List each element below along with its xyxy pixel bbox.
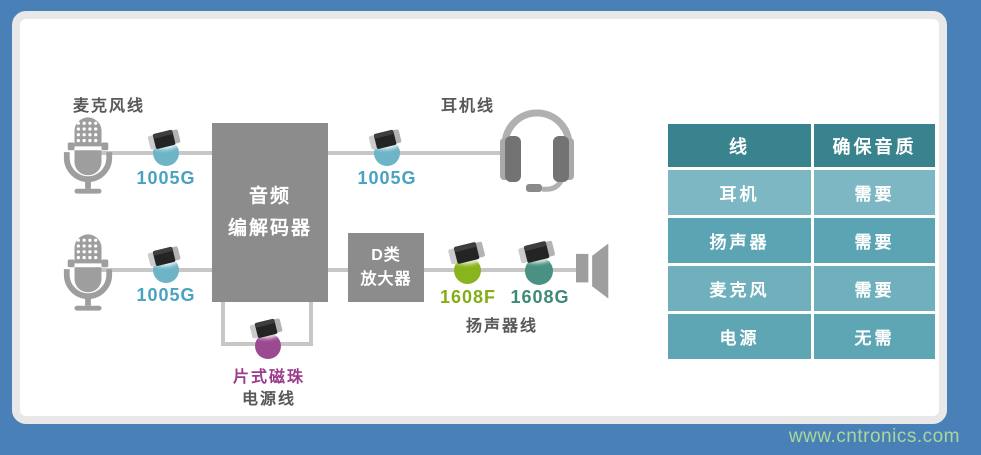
- wire-power-right: [309, 302, 313, 346]
- class-d-amp-block: D类 放大器: [348, 233, 424, 302]
- wire-amp-to-speaker: [424, 268, 579, 272]
- amp-label-line2: 放大器: [360, 270, 412, 288]
- wire-power-left: [221, 302, 225, 346]
- speaker-cable-label: 扬声器线: [466, 318, 539, 335]
- chip-component-icon: [144, 242, 184, 270]
- speaker-icon: [576, 240, 614, 302]
- bead-label-power: 片式磁珠: [232, 369, 305, 386]
- table-cell-cable: 电源: [668, 314, 811, 359]
- chip-component-icon: [144, 125, 184, 153]
- microphone-icon: [61, 234, 115, 312]
- table-cell-required: 需要: [814, 266, 935, 311]
- table-cell-cable: 麦克风: [668, 266, 811, 311]
- chip-component-icon: [514, 236, 559, 267]
- chip-component-icon: [365, 125, 405, 153]
- headset-icon: [493, 101, 581, 195]
- wire-codec-to-amp: [328, 268, 348, 272]
- microphone-icon: [61, 117, 115, 195]
- wire-mic2-to-codec: [92, 268, 212, 272]
- content-card: [12, 11, 947, 424]
- site-watermark: www.cntronics.com: [788, 426, 960, 447]
- bead-label-1005g: 1005G: [136, 285, 196, 305]
- amp-label-line1: D类: [371, 246, 401, 264]
- codec-label-line2: 编解码器: [227, 217, 312, 239]
- headphone-cable-label: 耳机线: [441, 98, 496, 115]
- bead-label-1005g: 1005G: [357, 168, 417, 188]
- bead-label-1608f: 1608F: [439, 287, 497, 307]
- table-cell-required: 无需: [814, 314, 935, 359]
- table-header-cable: 线: [668, 124, 811, 167]
- mic-cable-label: 麦克风线: [73, 98, 146, 115]
- power-cable-label: 电源线: [241, 391, 296, 408]
- wire-codec-to-headset: [328, 151, 510, 155]
- table-cell-cable: 耳机: [668, 170, 811, 215]
- table-cell-cable: 扬声器: [668, 218, 811, 263]
- chip-component-icon: [444, 237, 489, 268]
- bead-label-1608g: 1608G: [510, 287, 570, 307]
- codec-label-line1: 音频: [248, 186, 291, 208]
- wire-mic1-to-codec: [92, 151, 212, 155]
- chip-component-icon: [246, 314, 286, 342]
- cable-quality-table: 线 确保音质 耳机 需要 扬声器 需要 麦克风 需要 电源 无需: [668, 124, 935, 359]
- bead-label-1005g: 1005G: [136, 168, 196, 188]
- table-header-quality: 确保音质: [814, 124, 935, 167]
- audio-codec-block: 音频 编解码器: [212, 123, 328, 302]
- table-cell-required: 需要: [814, 170, 935, 215]
- table-cell-required: 需要: [814, 218, 935, 263]
